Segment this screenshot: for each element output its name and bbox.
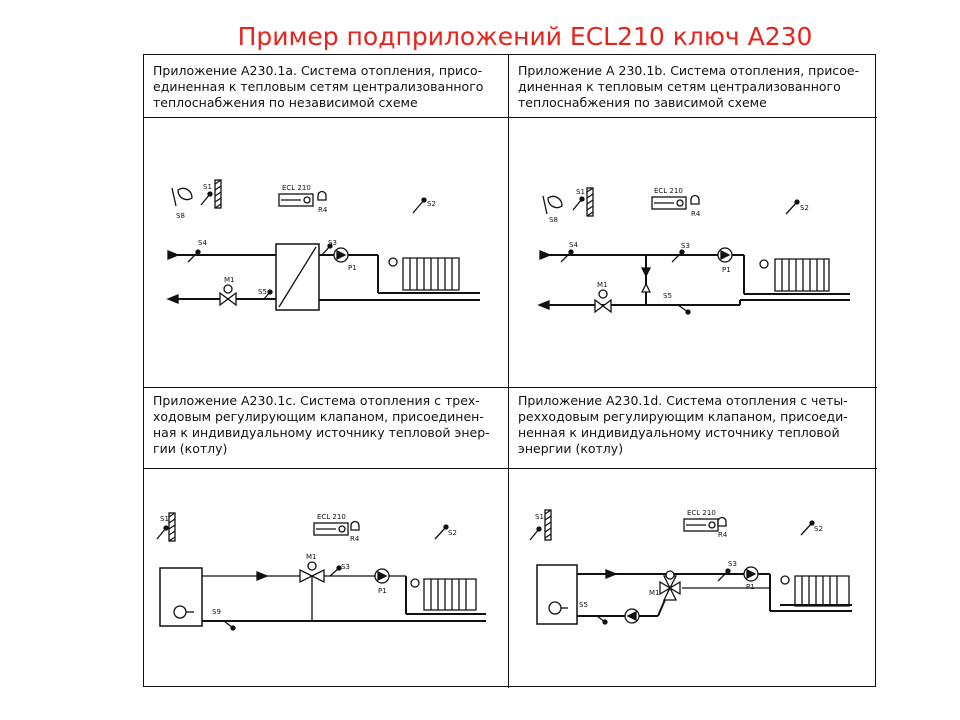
label-s4: S4 [198, 239, 207, 247]
label-s1: S1 [576, 188, 585, 196]
label-r4: R4 [318, 206, 328, 214]
label-p1: P1 [378, 587, 387, 595]
label-ecl-210: ECL 210 [317, 513, 346, 521]
label-m1: M1 [224, 276, 235, 284]
row-divider-middle [144, 387, 877, 388]
schematic-a230-1a: ECL 210 R4 S1 S8 S2 S4 S3 S5 M1 P1 [166, 179, 480, 311]
label-m1: M1 [597, 281, 608, 289]
label-s9: S9 [212, 608, 221, 616]
schematic-a230-1d: ECL 210 R4 S1 S2 S3 S5 M1 P1 [529, 509, 852, 625]
label-p1: P1 [722, 266, 731, 274]
label-s5: S5 [258, 288, 267, 296]
caption-a230-1b: Приложение A 230.1b. Система отопления, … [518, 63, 860, 110]
label-s3: S3 [728, 560, 737, 568]
label-s3: S3 [681, 242, 690, 250]
label-s5: S5 [663, 292, 672, 300]
label-s2: S2 [448, 529, 457, 537]
label-s1: S1 [203, 183, 212, 191]
label-s3: S3 [341, 563, 350, 571]
label-r4: R4 [350, 535, 360, 543]
label-s2: S2 [800, 204, 809, 212]
label-ecl-210: ECL 210 [687, 509, 716, 517]
schematic-a230-1b: ECL 210 R4 S1 S8 S2 S4 S3 S5 M1 P1 [537, 187, 850, 315]
label-p1: P1 [746, 583, 755, 591]
label-m1: M1 [649, 589, 660, 597]
label-s2: S2 [427, 200, 436, 208]
diagram-sheet: Приложение A230.1a. Система отопления, п… [143, 54, 877, 688]
row-divider-top [144, 117, 877, 118]
label-ecl-210: ECL 210 [654, 187, 683, 195]
label-s3: S3 [328, 239, 337, 247]
label-s5: S5 [579, 601, 588, 609]
slide-title: Пример подприложений ECL210 ключ A230 [237, 22, 813, 51]
caption-a230-1c: Приложение A230.1c. Система отопления с … [153, 393, 490, 456]
label-s1: S1 [160, 515, 169, 523]
label-s8: S8 [176, 212, 185, 220]
label-s4: S4 [569, 241, 578, 249]
label-m1: M1 [306, 553, 317, 561]
caption-a230-1a: Приложение A230.1a. Система отопления, п… [153, 63, 484, 110]
schematic-a230-1c: ECL 210 R4 S1 S2 S3 S9 M1 P1 [156, 512, 486, 631]
label-r4: R4 [718, 531, 728, 539]
column-divider [508, 55, 509, 688]
row-divider-bottom [144, 468, 877, 469]
label-p1: P1 [348, 264, 357, 272]
label-r4: R4 [691, 210, 701, 218]
label-s2: S2 [814, 525, 823, 533]
label-s8: S8 [549, 216, 558, 224]
label-s1: S1 [535, 513, 544, 521]
caption-a230-1d: Приложение A230.1d. Система отопления с … [518, 393, 848, 456]
label-ecl-210: ECL 210 [282, 184, 311, 192]
